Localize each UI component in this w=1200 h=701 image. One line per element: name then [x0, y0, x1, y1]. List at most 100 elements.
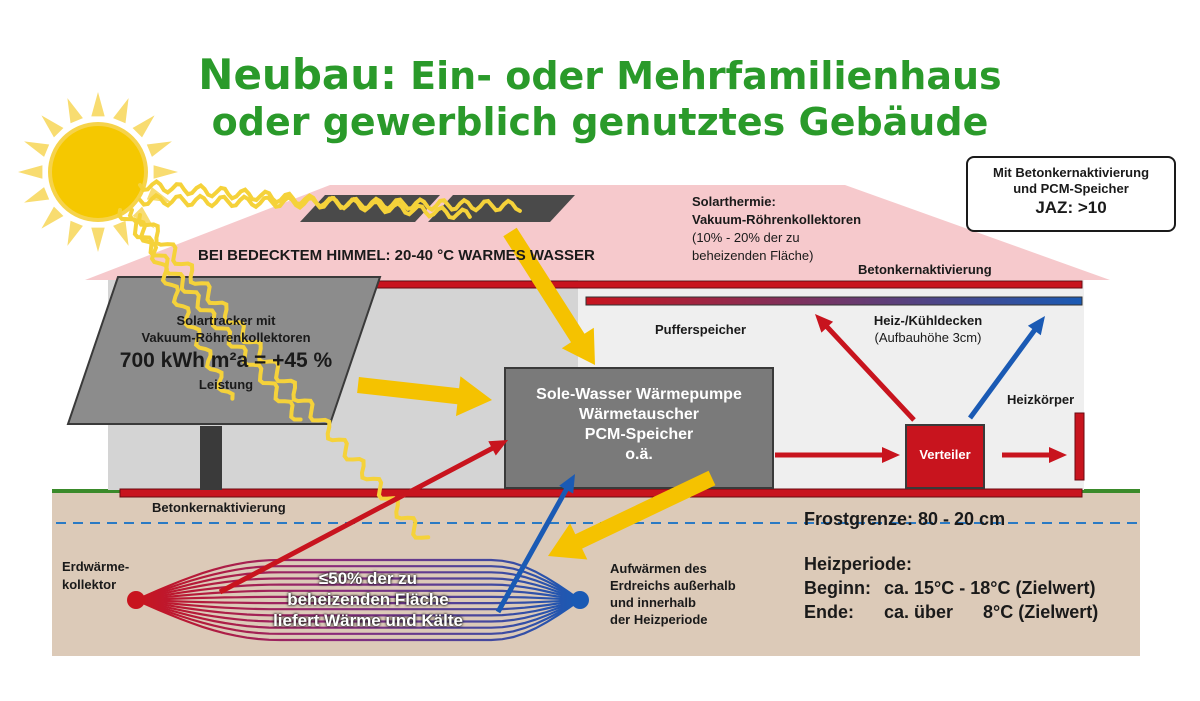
collector-tube [135, 598, 581, 629]
title-line-2: oder gewerblich genutztes Gebäude [211, 100, 989, 144]
heizperiode-ende-row: Ende: ca. über 8°C (Zielwert) [804, 600, 1098, 624]
yellow-arrow-tracker-to-pump [357, 376, 492, 417]
sunbeam-to-roof-1 [138, 179, 472, 221]
heizperiode-ende-label: Ende: [804, 602, 855, 622]
aufwaermen-line-1: Aufwärmen des [610, 561, 707, 576]
red-arrow-collector-to-pump [218, 440, 509, 595]
betonkern-bottom-line [119, 488, 1083, 498]
collector-tube [135, 598, 581, 642]
collector-tube [135, 598, 581, 635]
yellow-arrow-pump-to-ground [548, 470, 716, 560]
kollektor-label: ≤50% der zu beheizenden Fläche liefert W… [228, 568, 508, 631]
heizdecken-line-1: Heiz-/Kühldecken [873, 313, 983, 328]
collector-tube [135, 598, 581, 623]
collector-tube [135, 571, 581, 602]
pufferspeicher-label: Pufferspeicher [655, 322, 747, 337]
jaz-line-2: und PCM-Speicher [1013, 181, 1129, 196]
sun [48, 122, 148, 222]
kollektor-line-2: beheizenden Fläche [287, 590, 449, 609]
sunbeam-to-tracker-2 [127, 208, 235, 401]
yellow-arrow-roof-to-pump [503, 227, 595, 365]
erdwaerme-line-2: kollektor [62, 577, 117, 592]
blue-arrow-collector-to-pump [495, 474, 575, 614]
roof-banner: BEI BEDECKTEM HIMMEL: 20-40 °C WARMES WA… [198, 247, 595, 264]
sun-ray [153, 165, 178, 179]
heizkoerper-bar [1074, 412, 1085, 481]
heizdecken-line-2: (Aufbauhöhe 3cm) [874, 330, 982, 345]
waermepumpe-line-3: PCM-Speicher [584, 426, 694, 443]
solarthermie-line-1: Solarthermie: [692, 194, 776, 209]
sun-ray [91, 227, 105, 252]
solartracker-line-1: Solartracker mit [176, 313, 276, 328]
aufwaermen-label: Aufwärmen des Erdreichs außerhalb und in… [610, 560, 736, 628]
aufwaermen-line-3: und innerhalb [610, 595, 696, 610]
solarthermie-label: Solarthermie: Vakuum-Röhrenkollektoren (… [692, 193, 861, 265]
heizperiode-ende-value: ca. über 8°C (Zielwert) [884, 602, 1099, 622]
sun-ray [41, 206, 64, 229]
aufwaermen-line-2: Erdreichs außerhalb [610, 578, 736, 593]
solarthermie-line-4: beheizenden Fläche) [692, 248, 814, 263]
jaz-line-1: Mit Betonkernaktivierung [992, 165, 1150, 180]
flow-arrows [218, 314, 1067, 614]
yellow-arrows [357, 227, 716, 560]
kollektor-line-1: ≤50% der zu [318, 569, 418, 588]
sun-ray [24, 187, 50, 203]
erdwaerme-line-1: Erdwärme- [62, 559, 130, 574]
solarthermie-line-2: Vakuum-Röhrenkollektoren [692, 212, 862, 227]
sun-ray [18, 165, 43, 179]
erdwaerme-label: Erdwärme- kollektor [62, 558, 129, 594]
heizperiode-block: Heizperiode: Beginn:ca. 15°C - 18°C (Zie… [804, 552, 1098, 624]
tracker-post [200, 426, 222, 490]
sun-ray [146, 141, 172, 157]
collector-tube [135, 598, 581, 617]
collector-tube [135, 577, 581, 602]
sun-ray [132, 115, 155, 138]
sun-rays [18, 92, 178, 252]
aufwaermen-line-4: der Heizperiode [610, 612, 708, 627]
title-line-1: Neubau: Ein- oder Mehrfamilienhaus [0, 50, 1200, 99]
kollektor-line-3: liefert Wärme und Kälte [273, 611, 463, 630]
solartracker-label: Solartracker mit Vakuum-Röhrenkollektore… [96, 312, 356, 393]
heizperiode-beginn-label: Beginn: [804, 578, 871, 598]
jaz-line-3: JAZ: >10 [1035, 198, 1107, 217]
waermepumpe-line-2: Wärmetauscher [578, 406, 700, 423]
heizperiode-title: Heizperiode: [804, 554, 913, 574]
solartracker-line-3: 700 kWh m²a = +45 % [119, 349, 333, 372]
sunbeam-to-roof-2 [138, 192, 522, 213]
waermepumpe-line-4: o.ä. [625, 446, 653, 463]
heizdecken-label: Heiz-/Kühldecken (Aufbauhöhe 3cm) [848, 312, 1008, 346]
sun-ray [67, 98, 83, 124]
sun-ray [41, 115, 64, 138]
jaz-box: Mit Betonkernaktivierung und PCM-Speiche… [966, 156, 1176, 232]
sunbeam-to-ground [136, 213, 431, 540]
frostgrenze-label: Frostgrenze: 80 - 20 cm [804, 509, 1006, 529]
sun-ray [113, 220, 129, 246]
sun-ray [91, 92, 105, 117]
sun-ray [24, 141, 50, 157]
waermepumpe-label: Sole-Wasser Wärmepumpe Wärmetauscher PCM… [505, 385, 773, 465]
collector-tube [135, 598, 581, 611]
waermepumpe-line-1: Sole-Wasser Wärmepumpe [536, 386, 742, 403]
red-arrow-verteiler-to-heizkoerper [1002, 447, 1067, 463]
red-arrow-verteiler-to-decke [815, 314, 916, 422]
solarthermie-line-3: (10% - 20% der zu [692, 230, 800, 245]
solartracker-line-4: Leistung [198, 377, 254, 392]
collector-tube [135, 598, 581, 605]
red-arrow-pump-to-verteiler [775, 447, 900, 463]
betonkern-bottom-label: Betonkernaktivierung [152, 500, 286, 515]
collector-end-blue [571, 591, 589, 609]
betonkern-top-label: Betonkernaktivierung [858, 262, 992, 277]
collector-end-red [127, 591, 145, 609]
solartracker-line-2: Vakuum-Röhrenkollektoren [141, 330, 311, 345]
sun-ray [113, 98, 129, 124]
collector-tube [135, 589, 581, 602]
waermepumpe-box [504, 367, 774, 489]
sunbeams [117, 179, 522, 540]
sun-ray [67, 220, 83, 246]
collector-tube [135, 565, 581, 602]
title-line1-text: Ein- oder Mehrfamilienhaus [410, 54, 1002, 98]
heizperiode-beginn-row: Beginn:ca. 15°C - 18°C (Zielwert) [804, 576, 1098, 600]
heizkoerper-label: Heizkörper [1007, 392, 1075, 407]
